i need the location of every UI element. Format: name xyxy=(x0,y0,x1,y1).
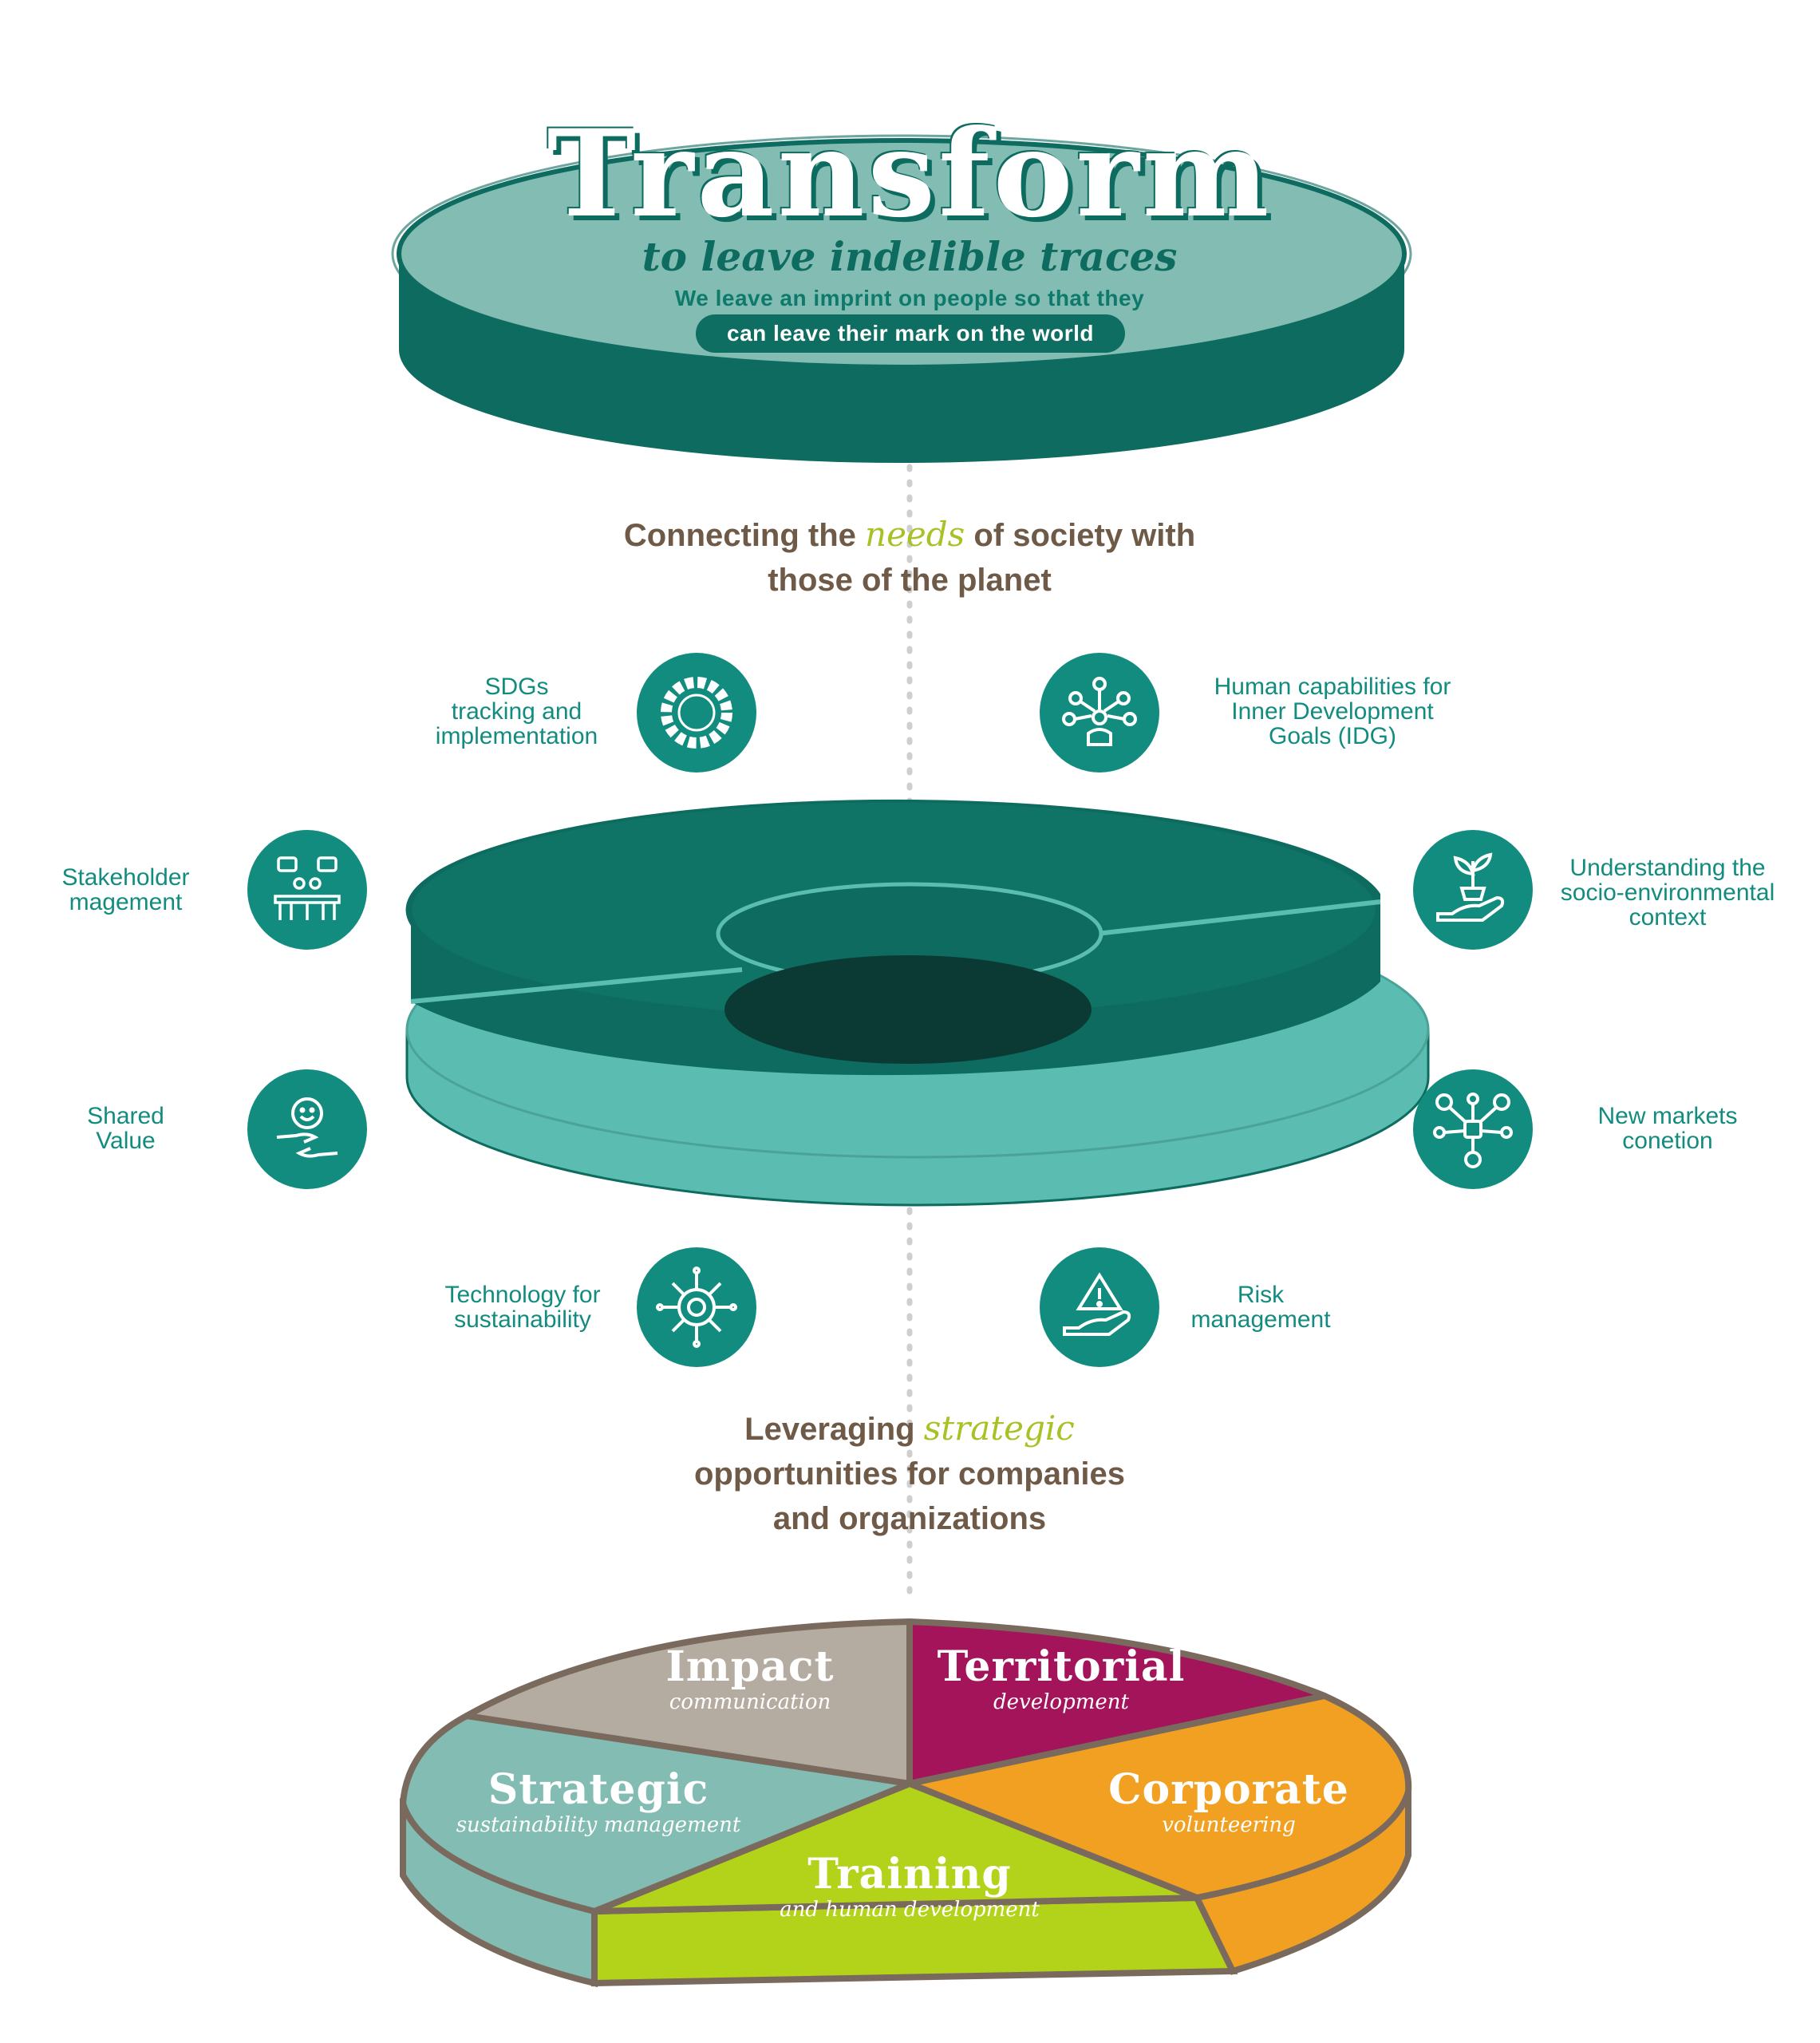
hero-title: Transform xyxy=(547,104,1273,244)
label-idg: Human capabilities for Inner Development… xyxy=(1165,674,1500,749)
label-shared-value: Shared Value xyxy=(24,1104,227,1153)
label-shared-value-line2: Value xyxy=(96,1128,156,1154)
bottom-heading-part1: Leveraging xyxy=(744,1412,924,1447)
label-context: Understanding the socio-environmental co… xyxy=(1532,856,1803,930)
label-sdgs-line3: implementation xyxy=(435,723,598,749)
middle-heading-accent: needs xyxy=(865,515,965,554)
segment-strategic-title: Strategic xyxy=(488,1765,709,1814)
people-network-icon xyxy=(1433,1093,1513,1168)
meeting-chat-icon xyxy=(274,856,341,920)
label-markets-line1: New markets xyxy=(1597,1103,1738,1129)
middle-heading: Connecting the needs of society with tho… xyxy=(511,512,1309,603)
bottom-heading-accent: strategic xyxy=(923,1409,1075,1448)
label-context-line3: context xyxy=(1629,904,1707,931)
hero-tagline-line1: We leave an imprint on people so that th… xyxy=(674,286,1145,310)
middle-heading-part1: Connecting the xyxy=(623,518,866,553)
middle-heading-line2: those of the planet xyxy=(768,563,1052,598)
middle-ring xyxy=(405,799,1430,1207)
label-stakeholder-line2: magement xyxy=(69,889,183,915)
middle-heading-part2: of society with xyxy=(965,518,1196,553)
smile-hands-icon xyxy=(276,1097,338,1158)
label-technology-line2: sustainability xyxy=(454,1306,591,1333)
segment-training-title: Training xyxy=(807,1850,1012,1899)
sdg-wheel-icon xyxy=(661,677,732,749)
hero-tagline-pill: can leave their mark on the world xyxy=(696,314,1125,353)
pie-chart xyxy=(400,1618,1412,1988)
top-disc xyxy=(391,134,1412,463)
label-idg-line3: Goals (IDG) xyxy=(1268,723,1397,749)
label-stakeholder: Stakeholder magement xyxy=(24,865,227,915)
label-risk-line2: management xyxy=(1190,1306,1331,1333)
segment-corporate-sub: volunteering xyxy=(1162,1813,1296,1837)
label-context-line2: socio-environmental xyxy=(1560,879,1775,906)
segment-impact-title: Impact xyxy=(665,1642,835,1691)
segment-corporate-title: Corporate xyxy=(1108,1765,1349,1814)
plant-hand-icon xyxy=(1436,852,1505,922)
segment-training-sub: and human development xyxy=(780,1898,1040,1922)
label-markets: New markets conetion xyxy=(1564,1104,1771,1153)
label-risk-line1: Risk xyxy=(1237,1282,1285,1308)
segment-impact-sub: communication xyxy=(669,1690,831,1714)
label-idg-line2: Inner Development xyxy=(1231,698,1434,725)
label-sdgs-line1: SDGs xyxy=(484,674,549,700)
segment-territorial-sub: development xyxy=(993,1690,1129,1714)
bottom-heading-line2: opportunities for companies xyxy=(693,1456,1126,1492)
segment-strategic-sub: sustainability management xyxy=(456,1813,741,1837)
hero-subtitle: to leave indelible traces xyxy=(642,233,1178,280)
label-stakeholder-line1: Stakeholder xyxy=(61,864,190,891)
warning-hand-icon xyxy=(1063,1272,1131,1336)
label-risk: Risk management xyxy=(1165,1282,1356,1332)
label-context-line1: Understanding the xyxy=(1569,855,1766,881)
label-sdgs: SDGs tracking and implementation xyxy=(367,674,666,749)
gear-circuit-icon xyxy=(656,1267,737,1348)
label-sdgs-line2: tracking and xyxy=(451,698,582,725)
label-technology: Technology for sustainability xyxy=(399,1282,646,1332)
label-idg-line1: Human capabilities for xyxy=(1214,674,1451,700)
label-shared-value-line1: Shared xyxy=(87,1103,164,1129)
network-person-icon xyxy=(1062,677,1137,746)
bottom-heading: Leveraging strategic opportunities for c… xyxy=(511,1406,1309,1541)
label-technology-line1: Technology for xyxy=(444,1282,601,1308)
label-markets-line2: conetion xyxy=(1622,1128,1713,1154)
segment-territorial-title: Territorial xyxy=(937,1642,1186,1691)
bottom-heading-line3: and organizations xyxy=(772,1501,1047,1536)
